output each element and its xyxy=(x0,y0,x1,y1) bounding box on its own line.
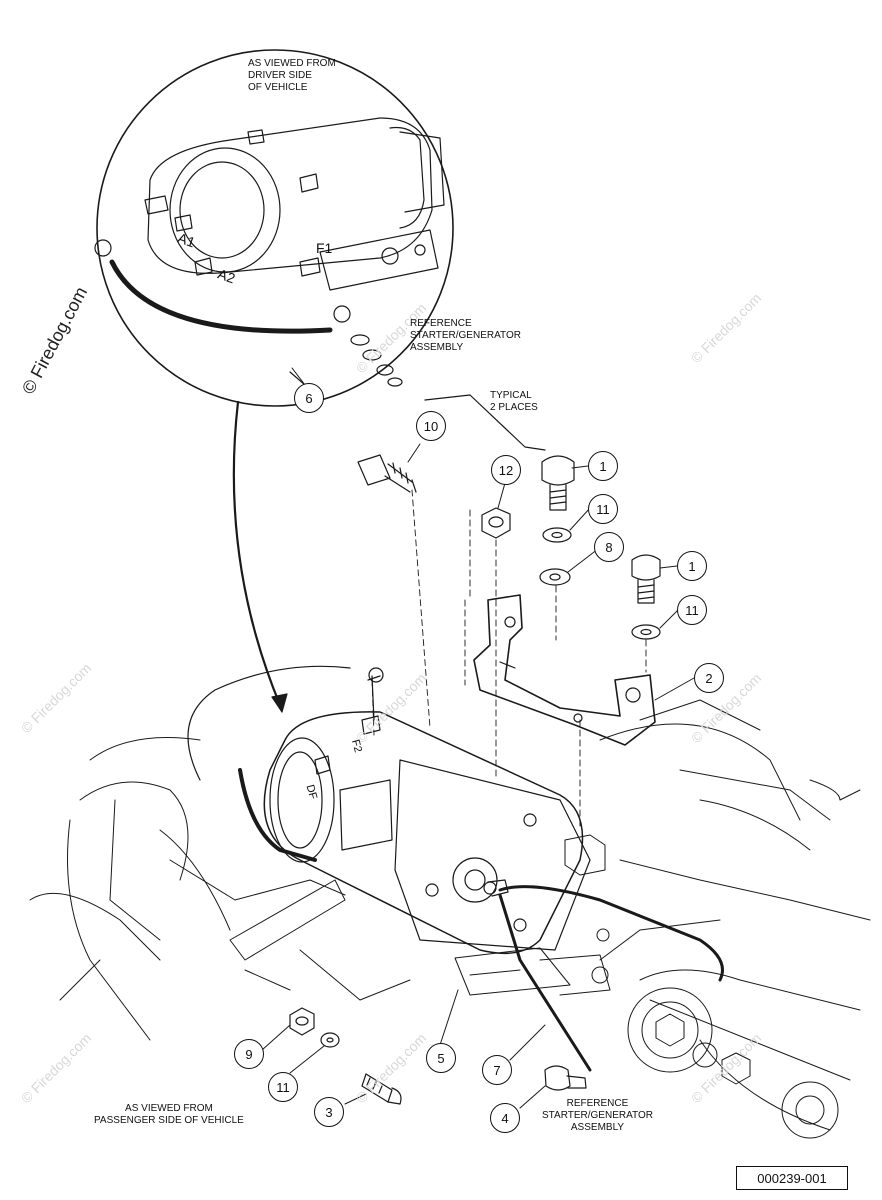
callout-7: 7 xyxy=(482,1055,512,1085)
inset-detail xyxy=(94,49,454,407)
reference-bottom-note: REFERENCE STARTER/GENERATOR ASSEMBLY xyxy=(542,1098,653,1133)
callout-5: 5 xyxy=(426,1043,456,1073)
inset-note: AS VIEWED FROM DRIVER SIDE OF VEHICLE xyxy=(248,58,336,93)
callout-9: 9 xyxy=(234,1039,264,1069)
callout-1-upper: 1 xyxy=(588,451,618,481)
bolt-1-lower xyxy=(631,554,661,604)
engine-background xyxy=(29,699,871,1139)
callout-8: 8 xyxy=(594,532,624,562)
figure-number: 000239-001 xyxy=(736,1166,848,1190)
callout-3: 3 xyxy=(314,1097,344,1127)
nut-9 xyxy=(289,1007,315,1036)
bolt-1-upper xyxy=(541,455,575,511)
terminal-f1-label: F1 xyxy=(316,240,333,256)
passenger-note: AS VIEWED FROM PASSENGER SIDE OF VEHICLE xyxy=(94,1103,244,1126)
callout-2: 2 xyxy=(694,663,724,693)
typical-note: TYPICAL 2 PLACES xyxy=(490,390,538,413)
bolt-4 xyxy=(544,1065,587,1091)
callout-10: 10 xyxy=(416,411,446,441)
callout-6: 6 xyxy=(294,383,324,413)
starter-generator xyxy=(187,665,591,955)
bolt-10 xyxy=(357,454,417,493)
callout-1-lower: 1 xyxy=(677,551,707,581)
callout-4: 4 xyxy=(490,1103,520,1133)
callout-11-lower: 11 xyxy=(677,595,707,625)
pointer-arrow xyxy=(232,400,282,707)
bolt-3 xyxy=(361,1073,402,1105)
callout-11-bottom: 11 xyxy=(268,1072,298,1102)
callout-11-upper: 11 xyxy=(588,494,618,524)
mounting-bracket xyxy=(473,594,656,746)
reference-top-note: REFERENCE STARTER/GENERATOR ASSEMBLY xyxy=(410,318,521,353)
callout-12: 12 xyxy=(491,455,521,485)
nut-12 xyxy=(481,507,511,539)
